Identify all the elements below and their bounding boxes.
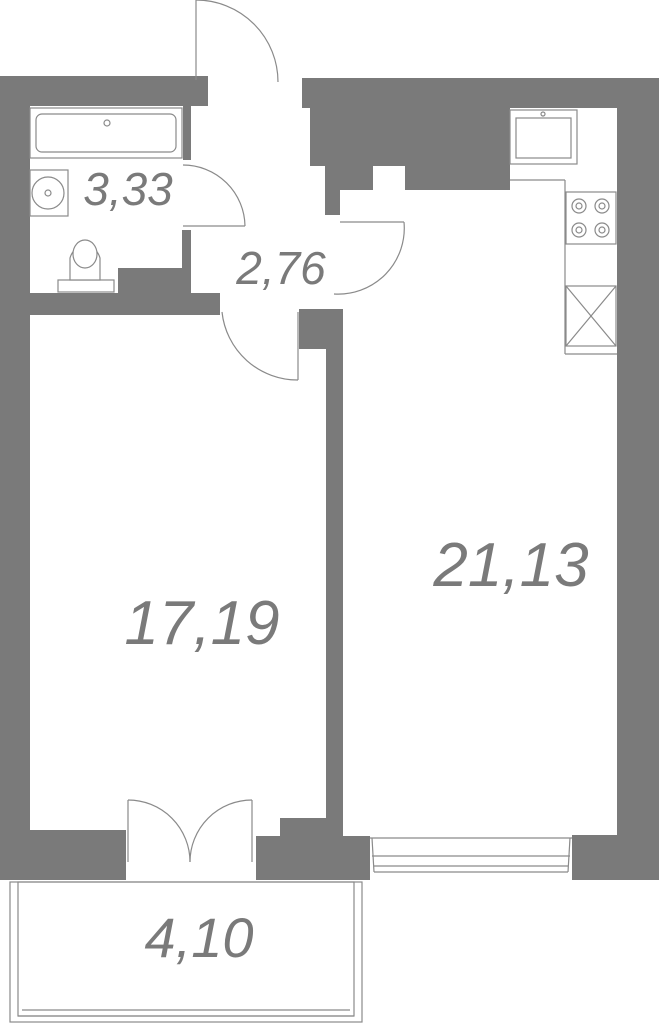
wall-bottom-mid-top <box>280 818 340 838</box>
kitchen-counter <box>510 179 617 355</box>
sink-icon <box>29 169 69 217</box>
oven-icon <box>565 285 617 347</box>
bathroom-area-label: 3,33 <box>83 163 173 215</box>
hallway-area-label: 2,76 <box>235 242 326 294</box>
balcony-area-label: 4,10 <box>145 906 254 969</box>
wall-right-bottom <box>572 835 659 880</box>
wall-bottom-mid <box>256 836 370 880</box>
wall-top-right-step2 <box>405 160 510 190</box>
bedroom-area-label: 17,19 <box>124 589 279 658</box>
wall-center <box>326 309 343 849</box>
stove-icon <box>565 191 617 245</box>
bathtub-icon <box>29 107 183 159</box>
wall-bath-right-top <box>183 100 191 160</box>
wall-top-right-block <box>310 100 510 166</box>
wall-bottom-left <box>0 830 126 880</box>
living-kitchen-area-label: 21,13 <box>432 531 588 600</box>
toilet-icon <box>57 239 115 293</box>
doors <box>127 0 405 863</box>
walls <box>0 76 659 880</box>
wall-bath-bottom <box>30 293 220 315</box>
wall-left-outer <box>0 76 30 880</box>
wall-bath-step <box>118 268 190 298</box>
wall-top-left <box>0 76 208 106</box>
wall-top-right-pillar <box>325 185 340 215</box>
kitchen-sink-icon <box>509 109 578 165</box>
balcony-frame <box>9 881 363 1023</box>
kitchen-window <box>370 837 572 873</box>
wall-right-outer <box>617 78 659 880</box>
